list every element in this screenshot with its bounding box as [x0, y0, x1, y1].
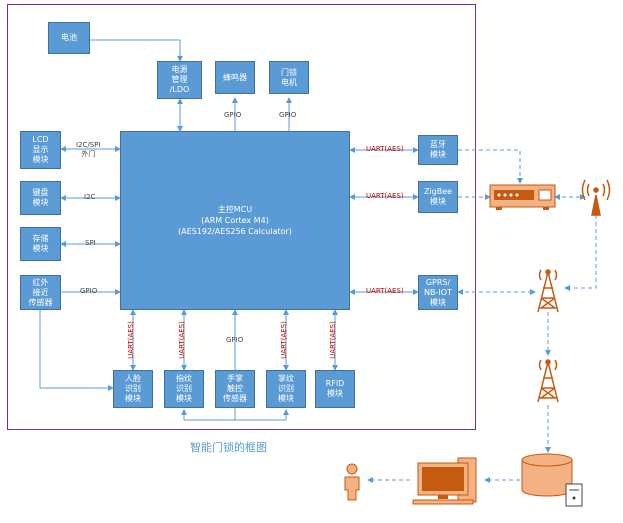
cell-tower-icon [537, 359, 559, 403]
keypad-bus-label: I2C [84, 193, 96, 201]
battery-box: 电池 [48, 22, 90, 54]
motor-box: 门锁 电机 [269, 61, 309, 94]
diagram-caption: 智能门锁的框图 [190, 441, 267, 454]
ir-bus-label: GPIO [80, 287, 98, 295]
computer-icon [412, 457, 477, 505]
diagram-frame [7, 4, 476, 430]
storage-box: 存储 模块 [20, 227, 61, 261]
fingerprint-box: 指纹 识别 模块 [164, 370, 204, 408]
buzzer-gpio-label: GPIO [224, 111, 242, 119]
buzzer-box: 蜂鸣器 [215, 61, 255, 94]
keypad-box: 键盘 模块 [20, 181, 61, 215]
gprs-box: GPRS/ NB-IOT 模块 [418, 275, 458, 310]
bluetooth-bus-label: UART(AES) [366, 145, 404, 153]
cell-tower-icon [537, 269, 559, 313]
ir-sensor-box: 红外 接近 传感器 [20, 275, 61, 310]
lcd-bus-label: I2C/SPI 外门 [76, 141, 101, 158]
antenna-icon [581, 179, 611, 216]
gateway-device-icon [489, 184, 556, 210]
rfid-box: RFID 模块 [315, 370, 355, 408]
mcu-box: 主控MCU (ARM Cortex M4) (AES192/AES256 Cal… [120, 131, 350, 310]
server-icon [565, 483, 583, 507]
power-management-box: 电源 管理 /LDO [157, 61, 202, 99]
motor-gpio-label: GPIO [279, 111, 297, 119]
database-icon [521, 453, 573, 497]
palm-bus-label: GPIO [226, 336, 244, 344]
bluetooth-box: 蓝牙 模块 [418, 135, 458, 165]
face-recognition-box: 人脸 识别 模块 [113, 370, 153, 408]
person-icon [344, 463, 360, 501]
zigbee-box: ZigBee 模块 [418, 181, 458, 213]
palm-touch-sensor-box: 手掌 触控 传感器 [215, 370, 255, 408]
palm-print-box: 掌纹 识别 模块 [266, 370, 306, 408]
zigbee-bus-label: UART(AES) [366, 192, 404, 200]
gprs-bus-label: UART(AES) [366, 287, 404, 295]
lcd-box: LCD 显示 模块 [20, 131, 61, 169]
storage-bus-label: SPI [85, 239, 96, 247]
